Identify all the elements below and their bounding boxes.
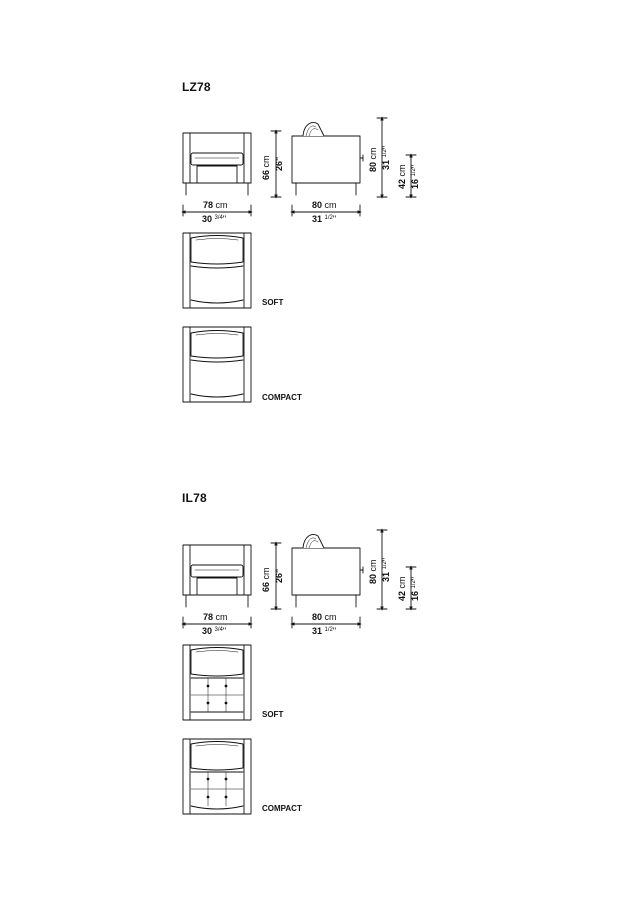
lz78-front-view [182, 132, 252, 196]
il78-soft-top-view [182, 644, 252, 721]
front-height-cm: 66 cm [261, 155, 271, 180]
total-height-in: 31 1/2" [381, 557, 391, 582]
front-width-in: 30 3/4" [202, 626, 227, 636]
il78-front-view [182, 544, 252, 608]
total-height-cm: 80 cm [368, 559, 378, 584]
model-title: IL78 [182, 491, 207, 505]
il78-side-view [291, 534, 364, 608]
seat-height-in: 16 1/2" [410, 576, 420, 601]
side-depth-in: 31 1/2" [312, 214, 337, 224]
seat-height-in: 16 1/2" [410, 164, 420, 189]
front-width-cm: 78 cm [203, 612, 228, 622]
side-depth-in: 31 1/2" [312, 626, 337, 636]
lz78-compact-top-view [182, 326, 252, 403]
il78-compact-buttons [206, 777, 228, 799]
total-height-in: 31 1/2" [381, 145, 391, 170]
front-height-in: 26" [274, 568, 284, 583]
lz78-side-view [291, 122, 364, 196]
total-height-cm: 80 cm [368, 147, 378, 172]
il78-compact-top-view [182, 738, 252, 815]
front-width-in: 30 3/4" [202, 214, 227, 224]
variant-label-soft: SOFT [262, 298, 284, 307]
seat-height-cm: 42 cm [397, 164, 407, 189]
front-width-cm: 78 cm [203, 200, 228, 210]
side-depth-cm: 80 cm [312, 200, 337, 210]
variant-label-soft: SOFT [262, 710, 284, 719]
front-height-in: 26" [274, 156, 284, 171]
seat-height-cm: 42 cm [397, 576, 407, 601]
front-height-cm: 66 cm [261, 567, 271, 592]
variant-label-compact: COMPACT [262, 804, 302, 813]
lz78-soft-top-view [182, 232, 252, 309]
model-title: LZ78 [182, 80, 211, 94]
side-depth-cm: 80 cm [312, 612, 337, 622]
il78-soft-buttons [206, 684, 228, 705]
variant-label-compact: COMPACT [262, 393, 302, 402]
